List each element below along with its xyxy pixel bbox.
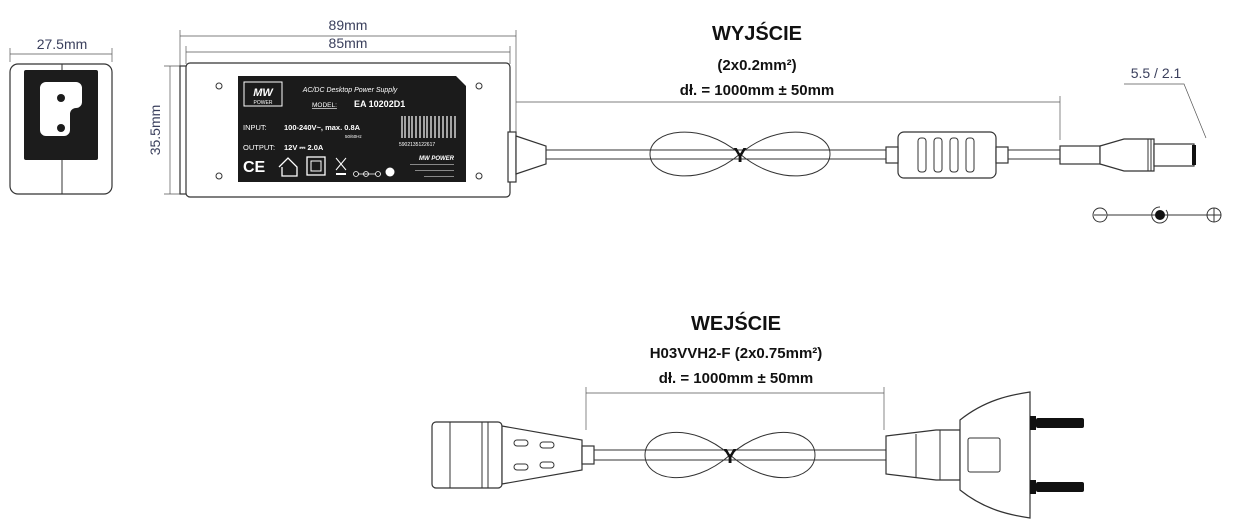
input-cable-title: WEJŚCIE xyxy=(691,311,781,335)
inner-length-dimension: 85mm xyxy=(329,35,368,51)
product-label xyxy=(238,76,466,182)
input-label: INPUT: xyxy=(243,123,267,132)
indoor-use-icon xyxy=(278,157,298,177)
output-cable-marker: Y xyxy=(733,145,747,167)
output-cable-spec: (2x0.2mm²) xyxy=(717,57,796,74)
barcode-number: 5902135122617 xyxy=(399,142,435,148)
ce-mark-icon: CE xyxy=(243,159,266,176)
outer-length-dimension: 89mm xyxy=(329,17,368,33)
weee-bin-icon xyxy=(335,157,347,171)
efficiency-level-icon xyxy=(385,167,395,177)
front-view: 27.5mm xyxy=(9,36,113,195)
input-cable-spec: H03VVH2-F (2x0.75mm²) xyxy=(650,345,823,362)
brand-logo xyxy=(243,81,283,107)
plug-size-dimension: 5.5 / 2.1 xyxy=(1131,65,1182,81)
barcode xyxy=(401,116,456,138)
output-value: 12V ⎓ 2.0A xyxy=(284,143,324,152)
output-cable-title: WYJŚCIE xyxy=(712,21,802,45)
input-cable-length: dł. = 1000mm ± 50mm xyxy=(659,370,814,387)
svg-text:MW: MW xyxy=(253,87,274,99)
input-cable: Y xyxy=(594,432,890,478)
input-value: 100-240V~, max. 0.8A xyxy=(284,123,361,132)
double-insulation-icon xyxy=(306,156,326,176)
ferrite-core xyxy=(897,131,997,179)
model-value: EA 10202D1 xyxy=(354,99,405,109)
adapter-body: MW POWER AC/DC Desktop Power Supply MODE… xyxy=(179,62,517,198)
company-name: MW POWER xyxy=(419,156,455,162)
input-cable-marker: Y xyxy=(723,446,737,468)
output-cable: Y xyxy=(515,131,1060,179)
svg-text:POWER: POWER xyxy=(254,100,273,106)
polarity-diagram-icon xyxy=(1092,206,1222,224)
input-frequency: 50/60Hz xyxy=(345,134,363,139)
polarity-symbol-icon xyxy=(353,171,381,177)
height-dimension: 35.5mm xyxy=(147,105,163,156)
product-name: AC/DC Desktop Power Supply xyxy=(302,87,398,94)
output-cable-length: dł. = 1000mm ± 50mm xyxy=(680,82,835,99)
output-label: OUTPUT: xyxy=(243,143,275,152)
model-label: MODEL: xyxy=(312,102,337,109)
iec-c7-connector xyxy=(431,421,595,489)
dc-plug xyxy=(1059,138,1196,172)
euro-plug xyxy=(885,391,1084,519)
front-width-dimension: 27.5mm xyxy=(37,36,88,52)
